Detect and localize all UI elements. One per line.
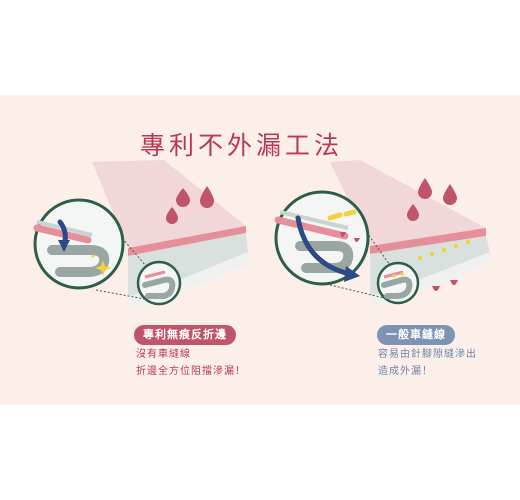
sparkle-icon: [95, 260, 111, 276]
right-large-detail-circle: [274, 190, 370, 286]
drop-icon: [166, 207, 178, 224]
regular-stitch-badge: 一般車縫線: [377, 325, 455, 345]
drop-icon: [176, 188, 190, 207]
drop-icon: [200, 186, 214, 208]
drop-icon: [443, 184, 457, 205]
right-small-detail-circle: [376, 261, 420, 305]
left-description: 沒有車縫線 折邊全方位阻擋滲漏！: [136, 346, 246, 380]
left-small-detail-circle: [136, 260, 182, 306]
drop-icon: [418, 178, 432, 199]
right-description: 容易由針腳隙縫滲出 造成外漏！: [378, 346, 477, 380]
page-title: 專利不外漏工法: [140, 131, 344, 160]
patent-seamless-fold-badge: 專利無痕反折邊: [134, 325, 236, 345]
leak-arrow-icon: [295, 215, 353, 277]
drop-icon: [407, 204, 419, 221]
right-description-line: 造成外漏！: [378, 366, 433, 377]
left-description-line: 折邊全方位阻擋滲漏！: [136, 366, 246, 377]
left-large-detail-circle: [33, 198, 125, 290]
right-description-line: 容易由針腳隙縫滲出: [378, 349, 477, 360]
left-description-line: 沒有車縫線: [136, 349, 191, 360]
stitch-line: [417, 239, 471, 261]
